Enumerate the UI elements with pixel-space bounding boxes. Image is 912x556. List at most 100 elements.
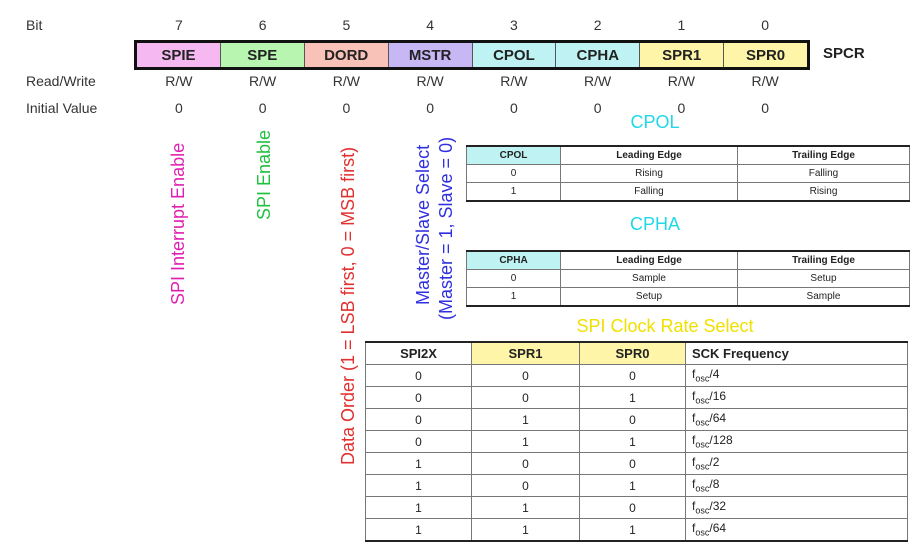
spe-annotation: SPI Enable <box>254 129 274 220</box>
bit-number: 1 <box>677 17 686 33</box>
table-row: 1 Setup Sample <box>466 287 910 307</box>
table-cell: 0 <box>365 408 472 431</box>
cpol-title: CPOL <box>630 112 680 132</box>
table-cell: 1 <box>471 496 580 519</box>
table-cell: 1 <box>471 430 580 453</box>
table-cell: 1 <box>579 518 686 542</box>
rw-value: R/W <box>584 73 612 89</box>
bit-number: 2 <box>593 17 602 33</box>
bit-number: 4 <box>426 17 435 33</box>
initial-value: 0 <box>761 100 770 116</box>
initial-value: 0 <box>677 100 686 116</box>
clock-header-spi2x: SPI2X <box>365 341 472 365</box>
bit-number: 5 <box>342 17 351 33</box>
rw-value: R/W <box>249 73 277 89</box>
table-cell: 1 <box>579 430 686 453</box>
initial-value: 0 <box>258 100 267 116</box>
cpol-header-trailing: Trailing Edge <box>737 145 910 165</box>
mstr-annotation-line1: Master/Slave Select <box>413 144 433 305</box>
rw-value: R/W <box>500 73 528 89</box>
sck-frequency-cell: fosc/64 <box>685 408 908 431</box>
sck-frequency-cell: fosc/4 <box>685 364 908 387</box>
bit-label: Bit <box>26 17 43 33</box>
table-row: 0 Rising Falling <box>466 164 910 183</box>
cpha-header-cpha: CPHA <box>466 250 561 270</box>
register-field-spe: SPE <box>220 43 305 67</box>
cpol-table: CPOL Leading Edge Trailing Edge 0 Rising… <box>466 145 910 202</box>
register-field-cpha: CPHA <box>556 43 641 67</box>
table-cell: Falling <box>737 164 910 183</box>
bit-number: 0 <box>761 17 770 33</box>
rw-value: R/W <box>667 73 695 89</box>
table-row: 1 Falling Rising <box>466 182 910 202</box>
initial-value: 0 <box>509 100 518 116</box>
register-field-dord: DORD <box>304 43 389 67</box>
table-cell: Rising <box>737 182 910 202</box>
register-field-spie: SPIE <box>137 43 221 67</box>
sck-frequency-cell: fosc/16 <box>685 386 908 409</box>
cpha-table: CPHA Leading Edge Trailing Edge 0 Sample… <box>466 250 910 307</box>
sck-frequency-cell: fosc/8 <box>685 474 908 497</box>
table-cell: 0 <box>471 364 580 387</box>
table-cell: 0 <box>579 496 686 519</box>
register-field-mstr: MSTR <box>388 43 473 67</box>
table-cell: 0 <box>365 430 472 453</box>
table-cell: 1 <box>365 496 472 519</box>
table-cell: 1 <box>365 518 472 542</box>
cpol-header-cpol: CPOL <box>466 145 561 165</box>
dord-annotation: Data Order (1 = LSB first, 0 = MSB first… <box>338 146 358 465</box>
rw-value: R/W <box>165 73 193 89</box>
table-cell: 0 <box>466 164 561 183</box>
clock-header-spr0: SPR0 <box>579 341 686 365</box>
initial-value: 0 <box>593 100 602 116</box>
table-cell: 0 <box>471 452 580 475</box>
table-cell: 0 <box>579 408 686 431</box>
sck-frequency-cell: fosc/128 <box>685 430 908 453</box>
clock-header-spr1: SPR1 <box>471 341 580 365</box>
table-cell: 0 <box>471 386 580 409</box>
read-write-label: Read/Write <box>26 73 96 89</box>
bit-number: 6 <box>258 17 267 33</box>
table-cell: 1 <box>365 452 472 475</box>
table-cell: 0 <box>579 452 686 475</box>
table-cell: Setup <box>560 287 738 307</box>
table-cell: Rising <box>560 164 738 183</box>
table-cell: 0 <box>365 386 472 409</box>
initial-value-label: Initial Value <box>26 100 98 116</box>
cpha-header-leading: Leading Edge <box>560 250 738 270</box>
bit-number: 3 <box>509 17 518 33</box>
rw-value: R/W <box>416 73 444 89</box>
initial-value: 0 <box>174 100 183 116</box>
table-cell: 1 <box>466 182 561 202</box>
table-cell: 0 <box>466 269 561 288</box>
sck-frequency-cell: fosc/64 <box>685 518 908 542</box>
table-cell: 1 <box>365 474 472 497</box>
register-name: SPCR <box>823 45 865 62</box>
rw-value: R/W <box>332 73 360 89</box>
table-cell: 1 <box>466 287 561 307</box>
cpol-header-leading: Leading Edge <box>560 145 738 165</box>
table-cell: Sample <box>560 269 738 288</box>
rw-value: R/W <box>751 73 779 89</box>
table-cell: 0 <box>365 364 472 387</box>
table-cell: 1 <box>579 386 686 409</box>
initial-value: 0 <box>426 100 435 116</box>
table-cell: 1 <box>471 518 580 542</box>
bit-number: 7 <box>174 17 183 33</box>
register-field-cpol: CPOL <box>472 43 557 67</box>
register-field-spr0: SPR0 <box>724 43 807 67</box>
sck-frequency-cell: fosc/2 <box>685 452 908 475</box>
table-cell: Setup <box>737 269 910 288</box>
table-cell: 0 <box>471 474 580 497</box>
initial-value: 0 <box>342 100 351 116</box>
table-cell: 0 <box>579 364 686 387</box>
